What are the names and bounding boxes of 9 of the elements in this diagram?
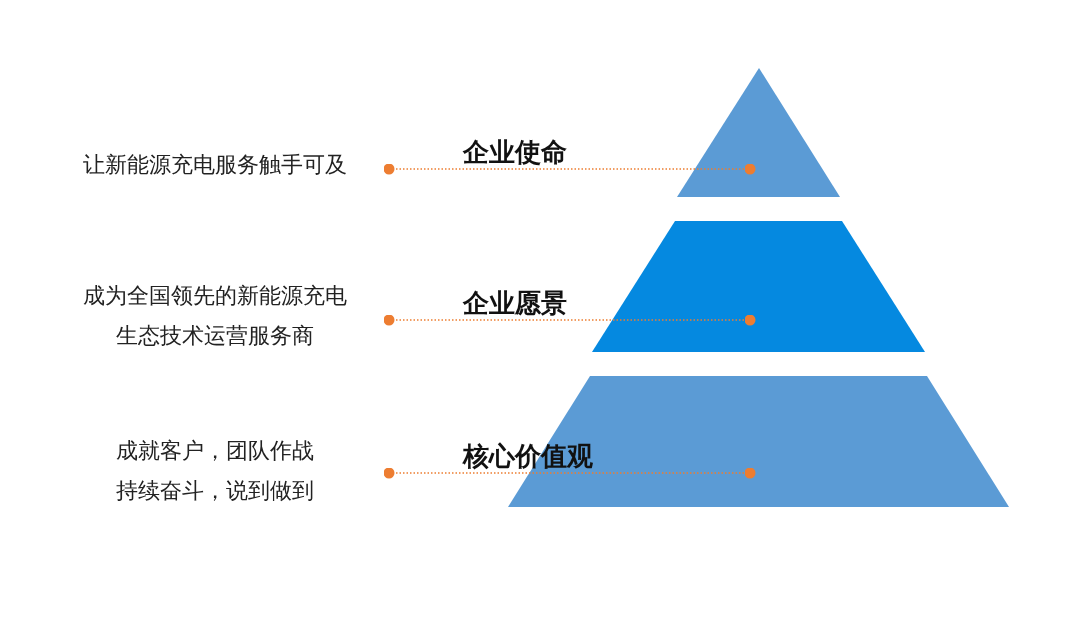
leader-line [383, 163, 756, 175]
leader-line [383, 314, 756, 326]
leader-line [383, 467, 756, 479]
statement-text: 成就客户，团队作战持续奋斗，说到做到 [114, 437, 315, 505]
statement-text: 让新能源充电服务触手可及 [81, 151, 348, 179]
edge-label: 企业使命 [463, 137, 567, 167]
edge-label: 核心价值观 [463, 441, 593, 471]
edge-label: 企业愿景 [463, 288, 567, 318]
statement-text: 成为全国领先的新能源充电生态技术运营服务商 [81, 282, 348, 350]
